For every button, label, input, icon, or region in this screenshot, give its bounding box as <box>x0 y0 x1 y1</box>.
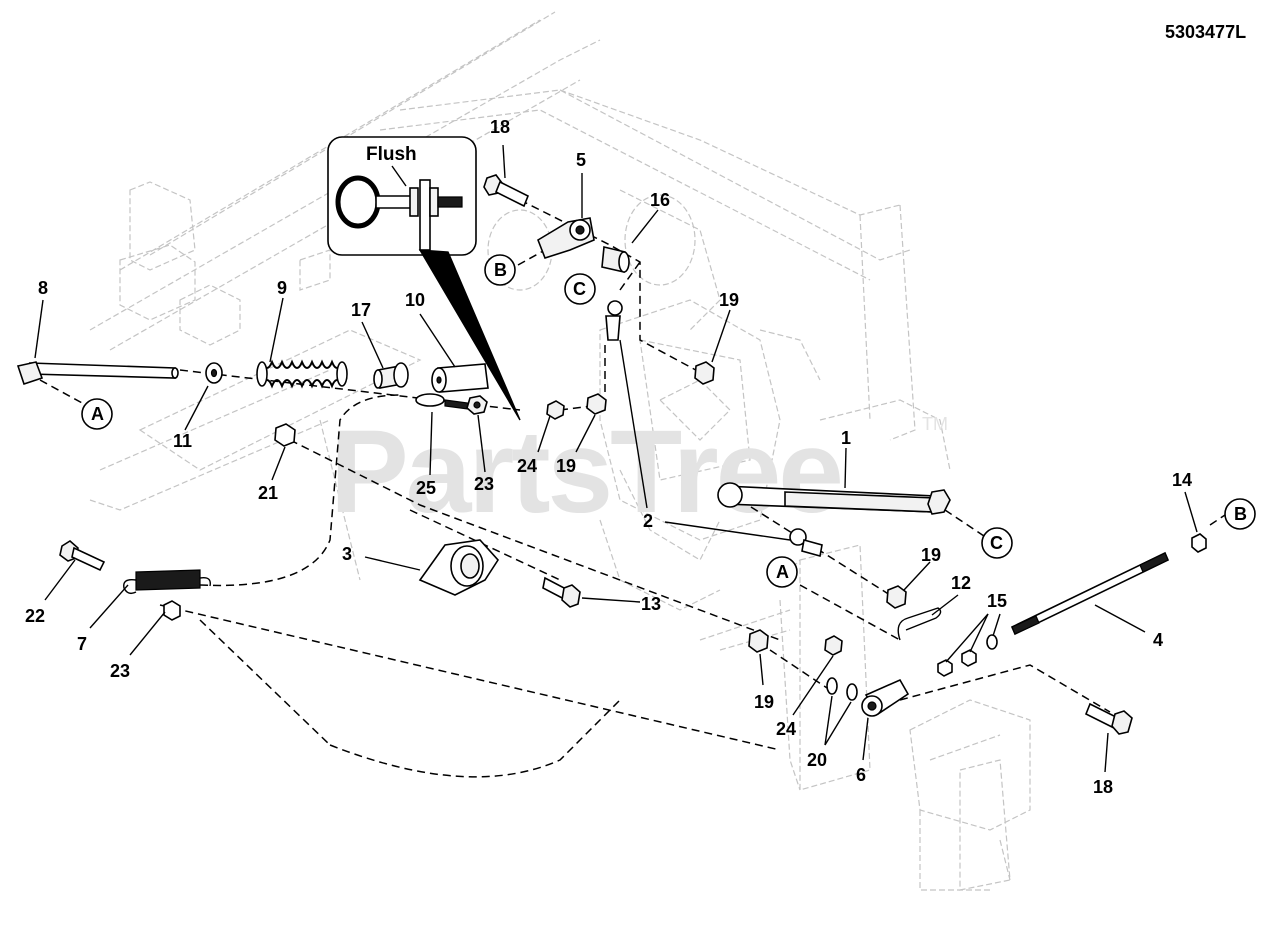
callout-18-upper: 18 <box>490 117 510 137</box>
callout-12: 12 <box>951 573 971 593</box>
callout-19-mid: 19 <box>556 456 576 476</box>
bushing-part-17 <box>373 362 409 389</box>
callout-11: 11 <box>173 431 192 451</box>
callout-2: 2 <box>643 511 653 531</box>
bolt-part-18-lower <box>1084 702 1133 735</box>
callout-4: 4 <box>1153 630 1163 650</box>
svg-text:A: A <box>91 404 104 424</box>
hex-nut-part-15-b <box>961 649 977 667</box>
connector-b-left: B <box>484 254 516 286</box>
hex-nut-hole-23-upper <box>473 401 481 409</box>
callout-19-lower: 19 <box>754 692 774 712</box>
callout-23-lower: 23 <box>110 661 130 681</box>
callout-6: 6 <box>856 765 866 785</box>
callout-20: 20 <box>807 750 827 770</box>
callout-labels: 1 2 3 4 5 6 7 8 9 10 11 12 13 14 15 16 1… <box>25 117 1192 797</box>
ball-stud-part-2 <box>789 528 823 558</box>
connector-c-right: C <box>981 527 1013 559</box>
hex-nut-part-15-a <box>937 659 953 677</box>
tension-spring-part-7 <box>123 569 211 595</box>
chassis-frame-outline <box>89 11 1031 891</box>
callout-5: 5 <box>576 150 586 170</box>
callout-24-upper: 24 <box>517 456 537 476</box>
hex-nut-part-19-right <box>694 361 715 385</box>
callout-23-upper: 23 <box>474 474 494 494</box>
gas-cylinder-part-1 <box>717 482 951 515</box>
hex-nut-part-21 <box>274 423 296 447</box>
callout-16: 16 <box>650 190 670 210</box>
bolt-part-22 <box>59 540 106 572</box>
flush-label: Flush <box>366 144 417 165</box>
svg-text:B: B <box>494 260 507 280</box>
svg-text:A: A <box>776 562 789 582</box>
long-rod-part-8 <box>16 361 179 386</box>
connector-c-top: C <box>564 273 596 305</box>
washer-part-20-b <box>846 683 858 701</box>
flush-detail-inset <box>327 136 521 421</box>
leader-lines <box>34 144 1198 773</box>
spacer-part-10 <box>431 363 489 393</box>
callout-22: 22 <box>25 606 45 626</box>
callout-9: 9 <box>277 278 287 298</box>
washer-part-15 <box>986 634 998 650</box>
connector-b-right: B <box>1224 498 1256 530</box>
washer-part-20-a <box>826 677 838 695</box>
callout-15: 15 <box>987 591 1007 611</box>
callout-1: 1 <box>841 428 851 448</box>
callout-25: 25 <box>416 478 436 498</box>
rod-end-part-5 <box>537 217 595 259</box>
hex-nut-part-19-bottom <box>748 629 769 653</box>
connector-a-left: A <box>81 398 113 430</box>
spacer-part-16 <box>601 246 630 273</box>
rod-end-part-6 <box>861 678 910 717</box>
callout-14: 14 <box>1172 470 1192 490</box>
callout-8: 8 <box>38 278 48 298</box>
callout-19-upper: 19 <box>719 290 739 310</box>
callout-13: 13 <box>641 594 661 614</box>
bearing-flange-part-3 <box>418 539 500 596</box>
hex-nut-part-24-lower <box>824 635 843 656</box>
callout-24-lower: 24 <box>776 719 796 739</box>
hex-nut-part-19-lower <box>886 585 907 609</box>
compression-spring-part-9 <box>256 359 348 389</box>
bolt-part-18-upper <box>483 174 530 208</box>
svg-text:B: B <box>1234 504 1247 524</box>
callout-19-right: 19 <box>921 545 941 565</box>
connector-a-right: A <box>766 556 798 588</box>
drawing-number: 5303477L <box>1165 22 1246 42</box>
callout-10: 10 <box>405 290 425 310</box>
svg-text:C: C <box>573 279 586 299</box>
hair-pin-part-12 <box>897 607 942 641</box>
svg-text:C: C <box>990 533 1003 553</box>
callout-21: 21 <box>258 483 278 503</box>
watermark-text: PartsTree <box>330 406 841 538</box>
ball-stud-part-c <box>605 300 623 341</box>
trademark-mark: TM <box>922 414 948 434</box>
washer-hole-11 <box>210 368 218 378</box>
callout-3: 3 <box>342 544 352 564</box>
hex-nut-part-14 <box>1191 533 1207 553</box>
threaded-rod-part-4 <box>1010 551 1170 636</box>
callout-17: 17 <box>351 300 371 320</box>
hex-nut-part-19-upper <box>586 393 607 415</box>
callout-7: 7 <box>77 634 87 654</box>
callout-18-lower: 18 <box>1093 777 1113 797</box>
bolt-part-13 <box>542 576 581 608</box>
hex-nut-part-23-lower <box>163 600 181 621</box>
hex-nut-part-24-upper <box>546 400 565 420</box>
